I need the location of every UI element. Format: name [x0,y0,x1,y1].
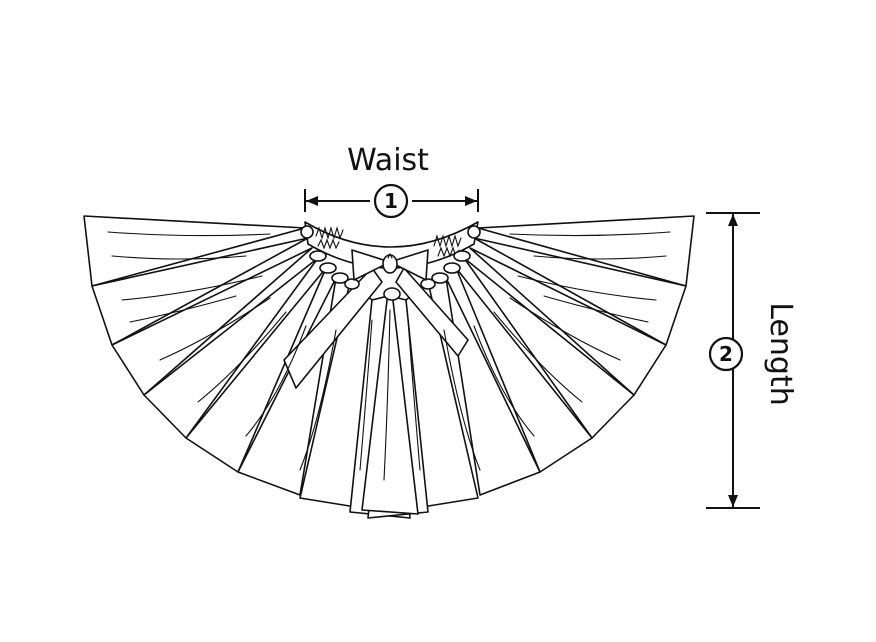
length-measurement: 2 Length [706,212,798,509]
waist-label: Waist [347,143,429,178]
tutu-skirt-illustration [83,215,695,519]
length-label: Length [763,302,798,405]
arrow-down-icon [728,495,738,507]
length-number-circle [708,336,744,372]
arrow-left-icon [306,196,318,206]
waist-number-circle [373,183,409,219]
length-number: 2 [719,342,733,366]
waist-number: 1 [384,189,398,213]
arrow-up-icon [728,214,738,226]
arrow-right-icon [465,196,477,206]
waist-measurement: Waist 1 [304,143,479,219]
